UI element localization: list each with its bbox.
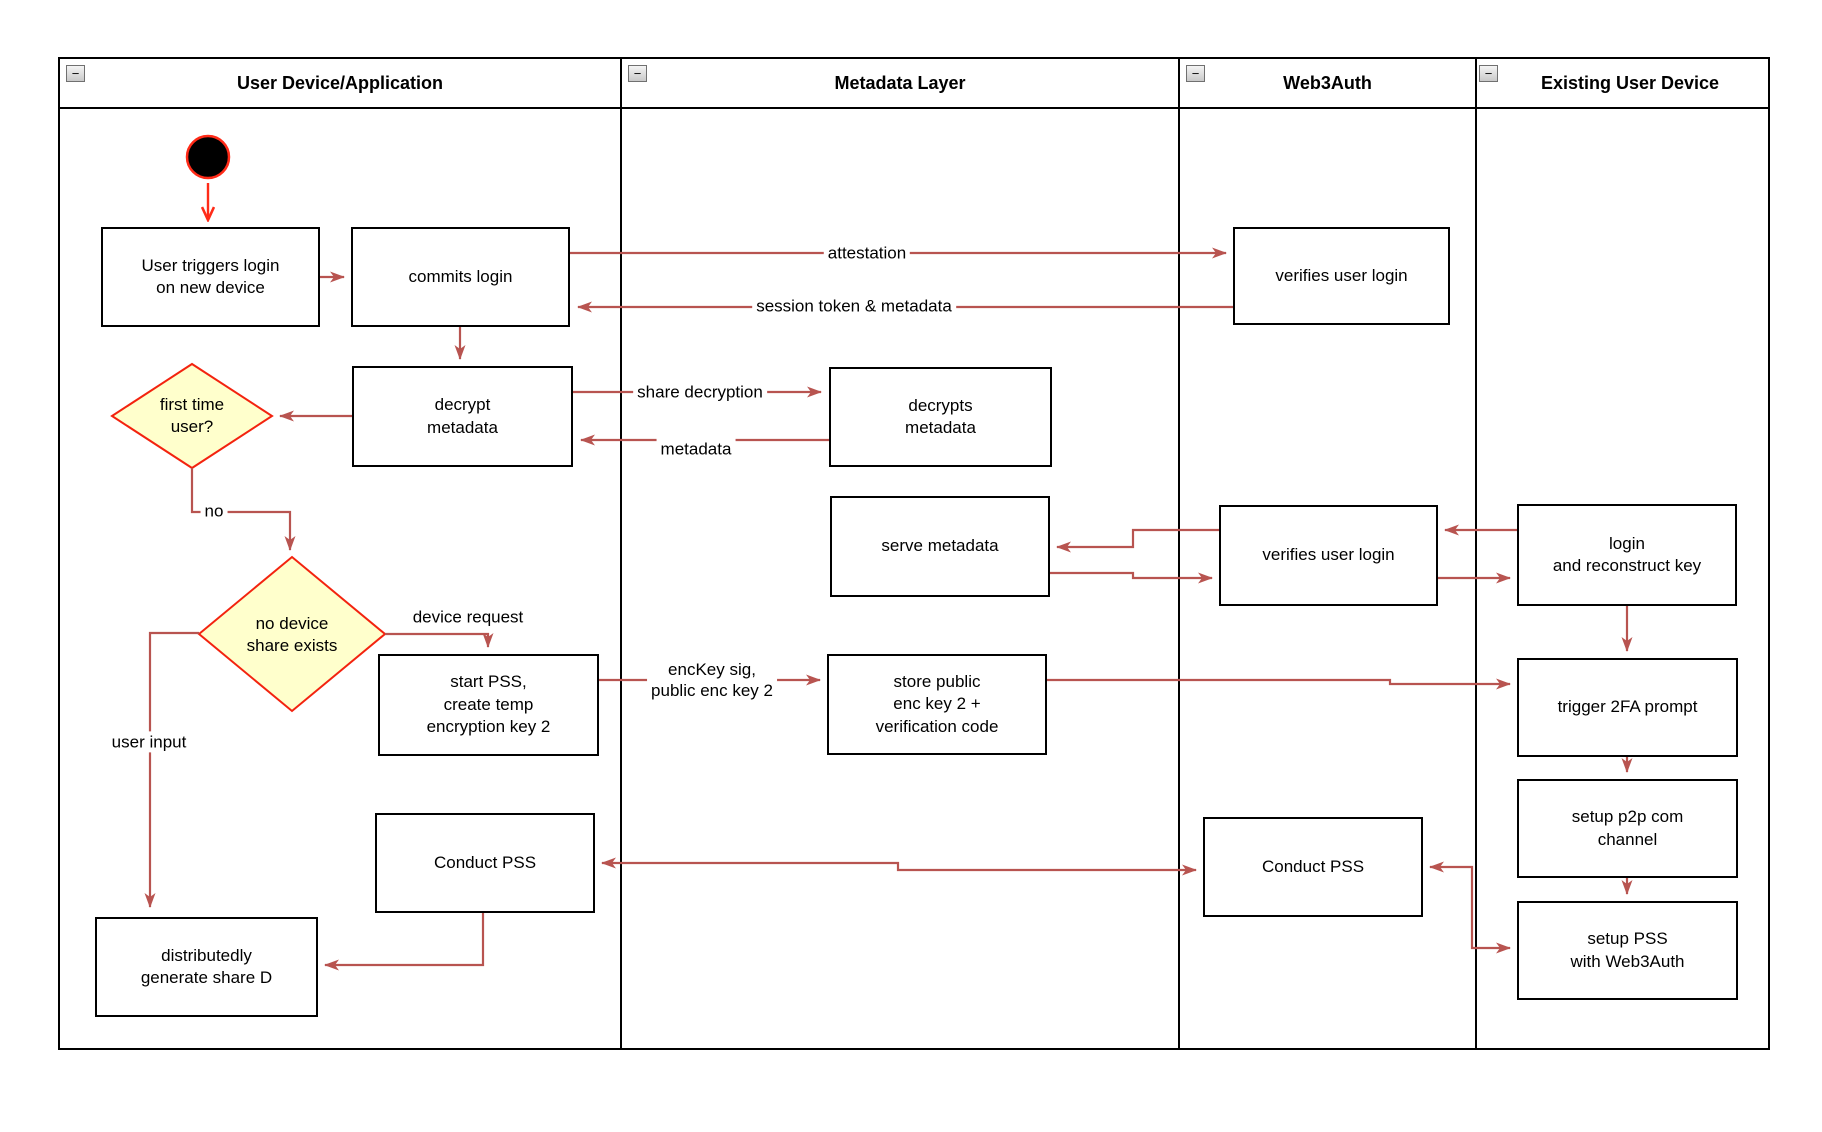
collapse-lane-icon[interactable]: − [1186, 65, 1205, 82]
node-serve-metadata: serve metadata [830, 496, 1050, 597]
edge-device-request [385, 632, 494, 648]
edge-label-user-input: user input [107, 731, 191, 753]
edge-conduct-pss-link [601, 857, 1197, 876]
node-store-public-enc-key: store public enc key 2 + verification co… [827, 654, 1047, 755]
node-commits-login: commits login [351, 227, 570, 327]
node-decrypt-metadata: decrypt metadata [352, 366, 573, 467]
edge-user-input [144, 631, 199, 908]
node-decrypts-metadata: decrypts metadata [829, 367, 1052, 467]
lane-title-metadata-layer: Metadata Layer [834, 72, 966, 93]
decision-label-first-time: first time user? [159, 394, 225, 436]
node-conduct-pss-web3auth: Conduct PSS [1203, 817, 1423, 917]
edge-label-no: no [200, 500, 228, 522]
edge-label-device-request: device request [412, 607, 524, 627]
decision-first-time-user [110, 362, 274, 470]
collapse-lane-icon[interactable]: − [628, 65, 647, 82]
edge-label-metadata: metadata [656, 438, 736, 460]
node-setup-pss-web3auth: setup PSS with Web3Auth [1517, 901, 1738, 1000]
collapse-lane-icon[interactable]: − [66, 65, 85, 82]
edge-label-share-decryption: share decryption [633, 381, 767, 403]
edge-no-branch [190, 468, 296, 551]
start-node [185, 134, 231, 180]
node-start-pss: start PSS, create temp encryption key 2 [378, 654, 599, 756]
header-divider [60, 107, 1768, 109]
edge-serve-to-verifies2 [1050, 571, 1213, 584]
edge-verifies2-to-serve [1056, 528, 1219, 553]
swimlane-frame: User Device/Application Metadata Layer W… [58, 57, 1770, 1050]
node-setup-p2p-channel: setup p2p com channel [1517, 779, 1738, 878]
decision-label-no-device-share: no device share exists [246, 613, 338, 655]
edge-conduct-to-generate [324, 913, 485, 971]
lane-title-existing-device: Existing User Device [1540, 72, 1720, 93]
lane-title-user-device: User Device/Application [236, 72, 444, 93]
lane-divider-2 [1178, 59, 1180, 1048]
node-user-triggers-login: User triggers login on new device [101, 227, 320, 327]
edge-label-attestation: attestation [823, 242, 911, 264]
edge-label-session-token: session token & metadata [752, 295, 956, 317]
edge-store-to-2fa [1047, 678, 1511, 690]
lane-divider-3 [1475, 59, 1477, 1048]
collapse-lane-icon[interactable]: − [1479, 65, 1498, 82]
node-verifies-user-login-1: verifies user login [1233, 227, 1450, 325]
lane-title-web3auth: Web3Auth [1283, 72, 1372, 93]
edge-conduct-setuppss-link [1429, 861, 1511, 954]
lane-divider-1 [620, 59, 622, 1048]
node-generate-share-d: distributedly generate share D [95, 917, 318, 1017]
node-trigger-2fa-prompt: trigger 2FA prompt [1517, 658, 1738, 757]
edge-label-enckey: encKey sig, public enc key 2 [647, 658, 777, 702]
node-conduct-pss-user: Conduct PSS [375, 813, 595, 913]
node-login-reconstruct-key: login and reconstruct key [1517, 504, 1737, 606]
node-verifies-user-login-2: verifies user login [1219, 505, 1438, 606]
